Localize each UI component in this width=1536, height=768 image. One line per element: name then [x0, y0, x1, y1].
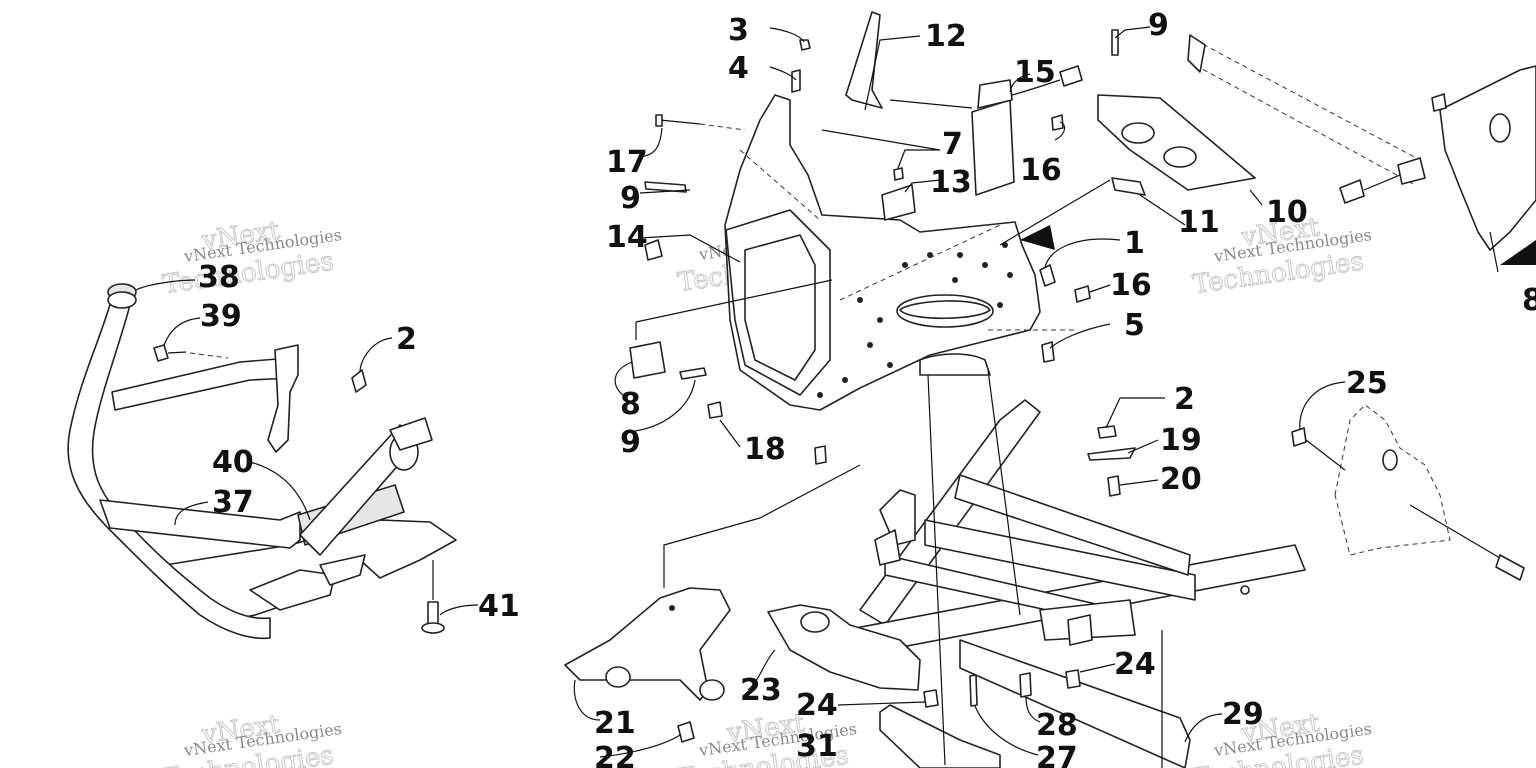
direction-arrow: [1500, 240, 1536, 265]
callout-labels: 3 4 12 9 15 7 13 16 17 9 14 10 11 1 16 5…: [198, 8, 1536, 768]
callout-37: 37: [212, 485, 254, 520]
clip-14: [644, 239, 663, 261]
callout-31: 31: [796, 729, 838, 764]
mirror: [845, 11, 883, 109]
watermark: vNext vNext Technologies Technologies: [1190, 708, 1373, 768]
clip-16b: [1074, 285, 1091, 303]
callout-14: 14: [606, 220, 648, 255]
callout-23: 23: [740, 673, 782, 708]
callout-19: 19: [1160, 423, 1202, 458]
bolt-18b: [814, 445, 827, 465]
watermark: vNext vNext Technologies Technologies: [1190, 212, 1373, 301]
clip-4: [791, 69, 801, 93]
bolt-right: [1495, 554, 1525, 581]
washer-19: [1087, 447, 1136, 461]
callout-21: 21: [594, 706, 636, 741]
watermark: vNext vNext Technologies Technologies: [160, 215, 343, 301]
bracket-plate: [1097, 94, 1256, 191]
callout-10: 10: [1266, 195, 1308, 230]
callout-24: 24: [1114, 647, 1156, 682]
callout-38: 38: [198, 260, 240, 295]
callout-22: 22: [594, 741, 636, 768]
callout-41: 41: [478, 589, 520, 624]
bumper-bracket: [267, 344, 299, 453]
callout-17: 17: [606, 145, 648, 180]
control-module: [971, 99, 1015, 196]
clip-11: [1111, 177, 1146, 196]
callout-24: 24: [796, 688, 838, 723]
bumper-assembly: [67, 283, 457, 640]
bolt-39: [153, 344, 169, 362]
callout-15: 15: [1014, 55, 1056, 90]
callout-20: 20: [1160, 462, 1202, 497]
callout-2: 2: [1174, 382, 1195, 417]
bolt-2: [1097, 425, 1117, 439]
bracket-13: [881, 184, 916, 221]
callout-2: 2: [396, 322, 417, 357]
clip-22: [677, 721, 695, 743]
clip-16: [1051, 114, 1064, 131]
leader-lines: [135, 26, 1346, 758]
callout-1: 1: [1124, 226, 1145, 261]
watermark: vNext vNext Technologies Technologies: [160, 709, 343, 768]
callout-5: 5: [1124, 308, 1145, 343]
callout-3: 3: [728, 13, 749, 48]
callout-4: 4: [728, 51, 749, 86]
callout-8: 8: [620, 387, 641, 422]
callout-7: 7: [942, 127, 963, 162]
rivet-9c: [1111, 29, 1119, 56]
lower-side-bracket: [1334, 404, 1451, 556]
direction-arrow: [1020, 225, 1055, 250]
pin-27: [969, 674, 978, 707]
bumper-tube: [67, 297, 271, 640]
block-8: [629, 341, 666, 379]
clip-7: [893, 167, 904, 181]
callout-25: 25: [1346, 366, 1388, 401]
callout-9: 9: [1148, 8, 1169, 43]
callout-9: 9: [620, 181, 641, 216]
callout-27: 27: [1036, 741, 1078, 768]
rivet-9: [679, 367, 707, 380]
bolt-17: [655, 114, 663, 127]
bolt-5: [1041, 341, 1055, 363]
bolt-24b: [1065, 669, 1081, 689]
nut-25: [1291, 427, 1307, 447]
callout-40: 40: [212, 445, 254, 480]
callout-16: 16: [1110, 268, 1152, 303]
callout-28: 28: [1036, 708, 1078, 743]
callout-9: 9: [620, 425, 641, 460]
callout-8: 8: [1522, 283, 1536, 318]
bolt-41: [427, 601, 439, 626]
bolt-28: [1019, 672, 1032, 698]
callout-13: 13: [930, 165, 972, 200]
callout-39: 39: [200, 299, 242, 334]
lower-channel: [959, 639, 1191, 768]
callout-16: 16: [1020, 153, 1062, 188]
clip-1: [1039, 264, 1056, 287]
callout-11: 11: [1178, 205, 1220, 240]
left-rail-end: [767, 604, 921, 691]
lower-skid: [879, 704, 1001, 768]
side-bracket-assembly: [1187, 34, 1536, 581]
instrument-panel-assembly: [629, 11, 1256, 465]
nut-3: [799, 39, 811, 51]
front-frame-assembly: [564, 369, 1306, 768]
clip-2: [351, 369, 367, 393]
upper-bracket: [1439, 65, 1536, 251]
bolt-20: [1107, 475, 1121, 497]
bolt-18: [707, 401, 723, 419]
callout-29: 29: [1222, 697, 1264, 732]
rivet-9b: [644, 181, 687, 193]
bolt-24a: [923, 689, 939, 708]
callout-12: 12: [925, 19, 967, 54]
callout-18: 18: [744, 432, 786, 467]
bolt: [1339, 179, 1365, 204]
